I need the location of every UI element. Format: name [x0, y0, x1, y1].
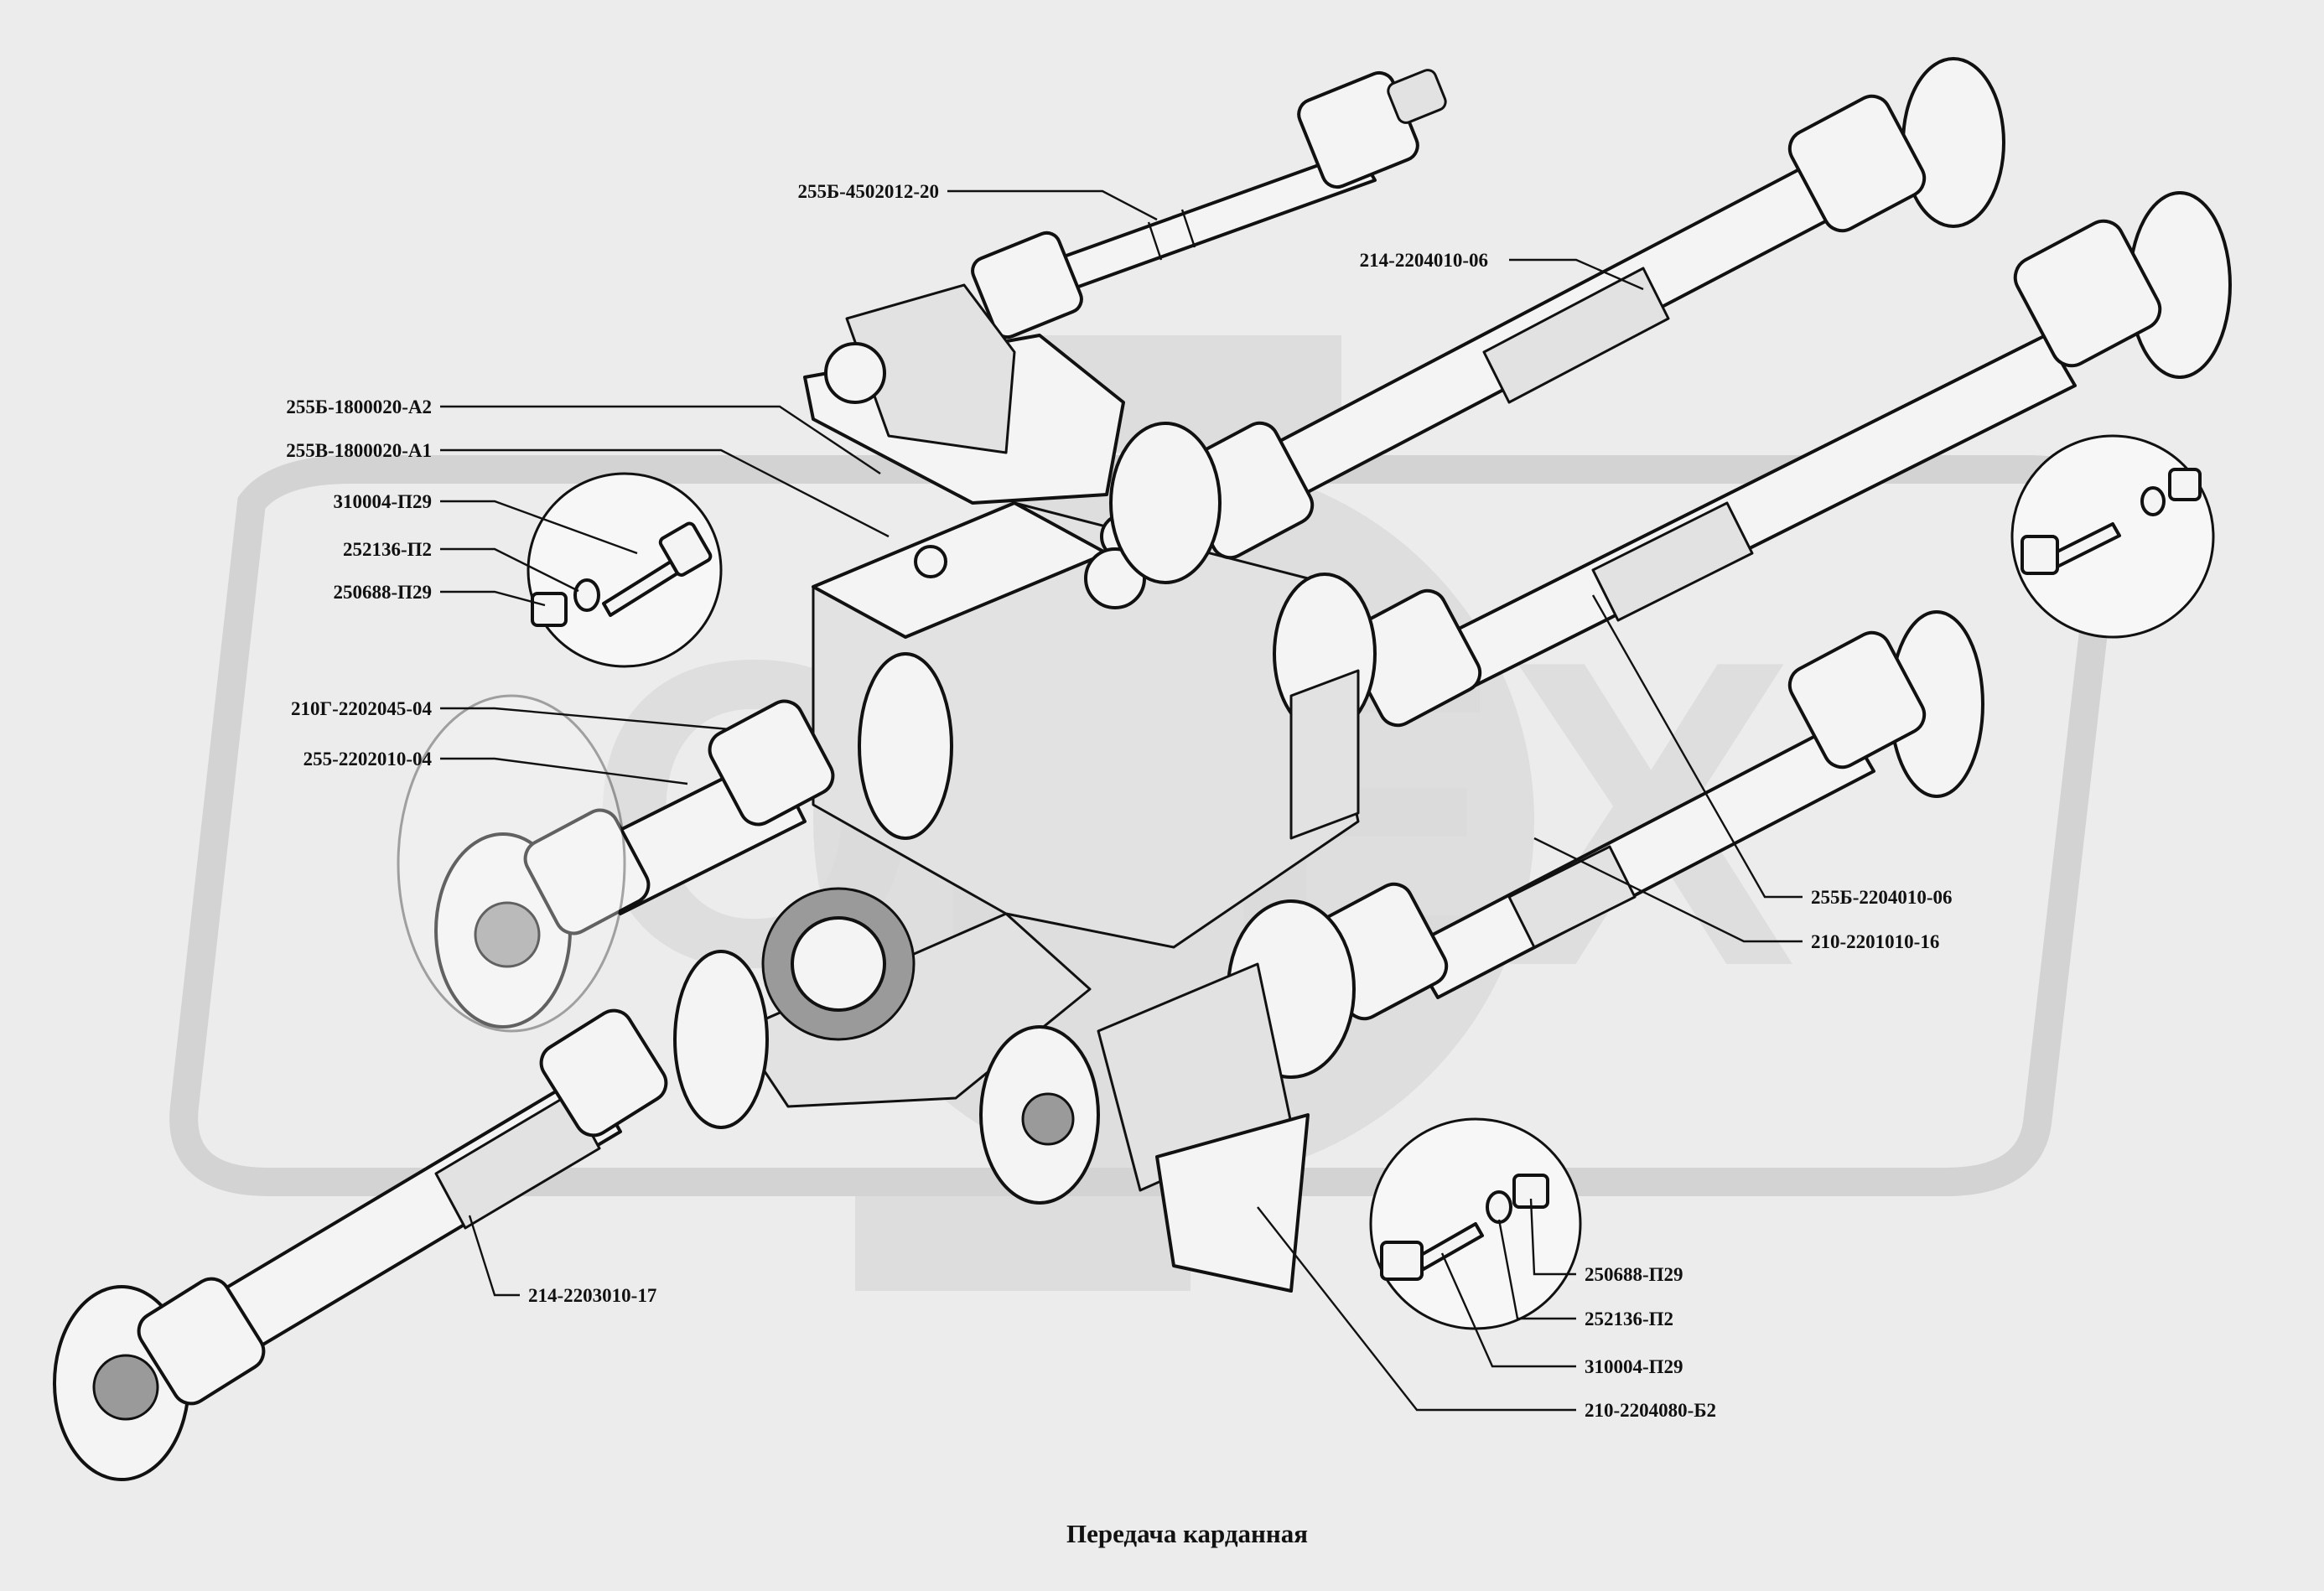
shaft-front: [434, 652, 953, 1029]
label-washer-right: 252136-П2: [1585, 1309, 1673, 1329]
shaft-middle: [1273, 191, 2232, 840]
support-bracket-top: [803, 283, 1125, 505]
detail-fasteners-right-top: [2010, 434, 2215, 639]
label-pto-shaft: 255Б-4502012-20: [797, 181, 939, 202]
label-shaft-short: 210-2201010-16: [1811, 931, 1939, 952]
pto-shaft: [971, 69, 1447, 339]
part-labels: 255Б-4502012-20 214-2204010-06 255Б-1800…: [286, 181, 1952, 1421]
washer-right-icon: [1486, 1190, 1512, 1224]
label-shaft-upper-right: 214-2204010-06: [1360, 250, 1488, 271]
label-transfer-box: 255В-1800020-А1: [286, 440, 432, 461]
label-bearing-support: 210-2204080-Б2: [1585, 1400, 1716, 1421]
detail-circle-left: [527, 472, 723, 668]
bearing-support: [979, 962, 1310, 1293]
washer-left-icon: [573, 578, 600, 612]
label-shaft-middle: 255Б-2204010-06: [1811, 887, 1953, 908]
shaft-lower: [53, 950, 769, 1481]
label-washer-left: 252136-П2: [343, 539, 432, 560]
label-shaft-lower: 214-2203010-17: [528, 1285, 656, 1306]
leader-lines: [440, 189, 1803, 1412]
detail-fasteners-left: [397, 472, 723, 1033]
watermark-frame: [169, 455, 2119, 1196]
shaft-upper-right: [1109, 57, 2005, 584]
label-shaft-front: 255-2202010-04: [303, 749, 433, 770]
detail-fasteners-right-bottom: [1369, 1117, 1582, 1330]
label-support-a2: 255Б-1800020-А2: [286, 396, 432, 417]
label-nut-left: 250688-П29: [333, 582, 432, 603]
diagram-caption: Передача карданная: [1066, 1519, 1308, 1548]
label-nut-right: 250688-П29: [1585, 1264, 1683, 1285]
label-bolt-right: 310004-П29: [1585, 1356, 1683, 1377]
nut-left-icon: [531, 592, 568, 627]
shaft-short: [1227, 610, 1984, 1079]
label-bolt-left: 310004-П29: [333, 491, 432, 512]
label-coupling: 210Г-2202045-04: [291, 698, 432, 719]
